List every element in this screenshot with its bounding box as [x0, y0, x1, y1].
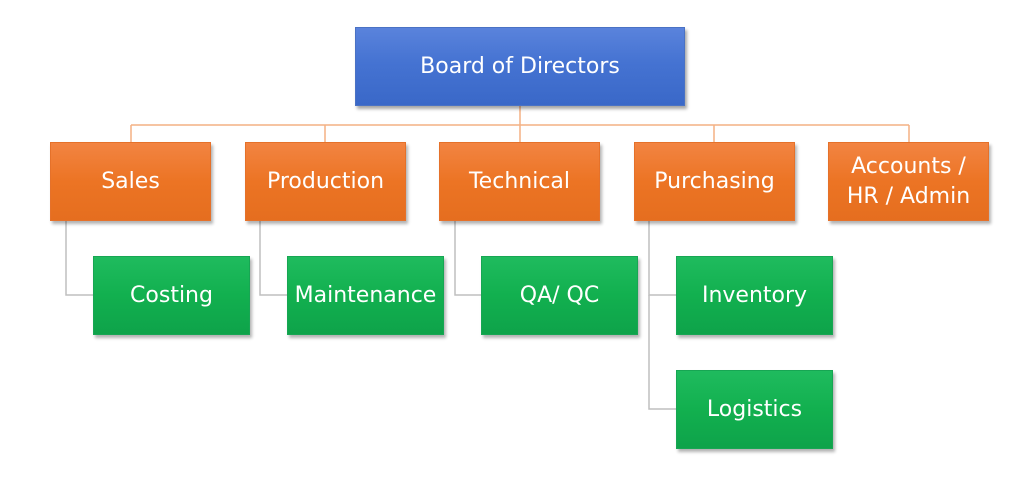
connector-production-maintenance [259, 220, 287, 296]
department-accounts-hr-admin-label: Accounts / HR / Admin [846, 153, 971, 209]
board-of-directors-label: Board of Directors [420, 53, 620, 79]
department-sales-box: Sales [50, 142, 211, 221]
connector-sales-costing [65, 220, 93, 296]
department-technical-box: Technical [439, 142, 600, 221]
department-purchasing-label: Purchasing [654, 168, 775, 194]
department-purchasing-box: Purchasing [634, 142, 795, 221]
sub-unit-logistics-label: Logistics [706, 396, 803, 422]
department-sales-label: Sales [101, 168, 160, 194]
sub-unit-inventory-label: Inventory [701, 282, 808, 308]
sub-unit-qa-qc-label: QA/ QC [519, 282, 600, 308]
sub-unit-logistics-box: Logistics [676, 370, 833, 449]
connector-purchasing-logistics [648, 295, 676, 410]
connector-purchasing-inventory [648, 220, 676, 296]
board-of-directors-box: Board of Directors [355, 27, 685, 106]
sub-unit-costing-box: Costing [93, 256, 250, 335]
department-accounts-hr-admin-box: Accounts / HR / Admin [828, 142, 989, 221]
sub-unit-costing-label: Costing [130, 282, 213, 308]
sub-unit-maintenance-box: Maintenance [287, 256, 444, 335]
connector-technical-qaqc [454, 220, 481, 296]
sub-unit-maintenance-label: Maintenance [294, 282, 437, 308]
department-technical-label: Technical [468, 168, 571, 194]
department-production-label: Production [266, 168, 385, 194]
sub-unit-qa-qc-box: QA/ QC [481, 256, 638, 335]
department-production-box: Production [245, 142, 406, 221]
sub-unit-inventory-box: Inventory [676, 256, 833, 335]
